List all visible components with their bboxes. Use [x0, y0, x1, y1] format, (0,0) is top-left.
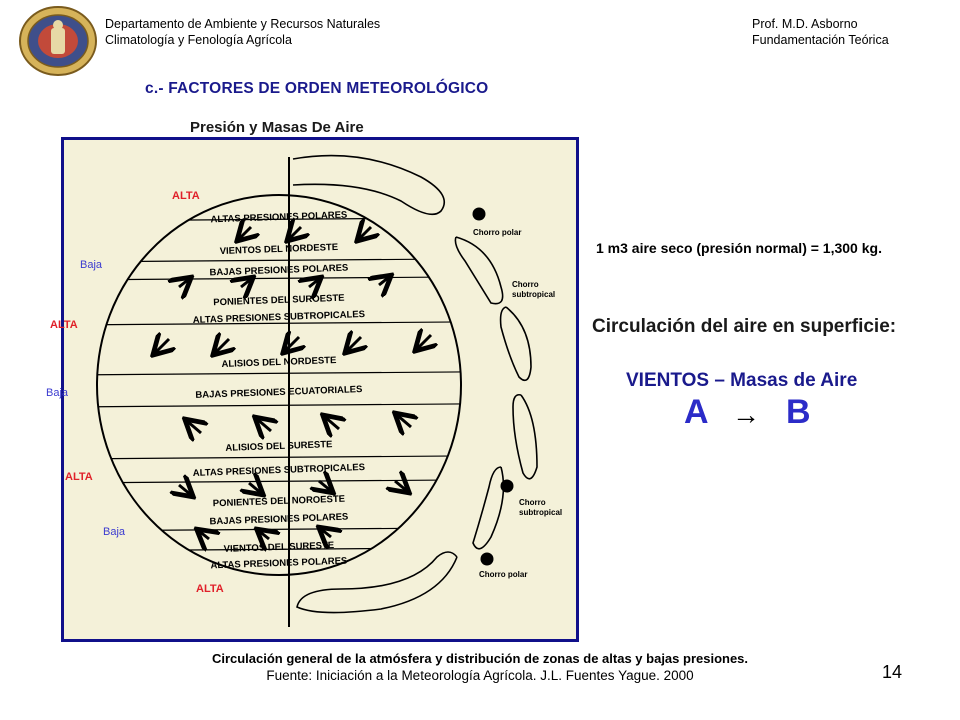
wind-arrow-icon [199, 531, 209, 539]
wind-arrow-icon [285, 337, 299, 351]
wind-arrow-icon [155, 339, 169, 353]
wind-arrow-icon [239, 227, 251, 239]
wind-arrow-icon [347, 337, 361, 351]
band-label: PONIENTES DEL SUROESTE [213, 293, 345, 309]
letter-a: A [684, 393, 709, 431]
wind-arrow-icon [187, 421, 201, 433]
band-label: VIENTOS DEL NORDESTE [220, 242, 339, 257]
winds-heading: VIENTOS – Masas de Aire [626, 370, 858, 391]
letter-b: B [786, 393, 811, 431]
figure-title: Presión y Masas De Aire [190, 119, 364, 136]
band-label: ALTAS PRESIONES POLARES [210, 556, 347, 572]
jet-label: Chorro polar [479, 570, 527, 579]
jet-label: subtropical [519, 508, 562, 517]
wind-arrow-icon [325, 417, 339, 429]
page-number: 14 [882, 662, 903, 682]
wind-arrow-icon [257, 419, 271, 431]
jet-label: Chorro [512, 280, 539, 289]
wind-arrow-icon [241, 279, 251, 287]
department-name: Departamento de Ambiente y Recursos Natu… [105, 17, 381, 31]
band-label: BAJAS PRESIONES POLARES [209, 263, 348, 279]
wind-arrow-icon [321, 529, 331, 537]
jet-label: subtropical [512, 290, 555, 299]
jet-label: Chorro [519, 498, 546, 507]
wind-arrow-icon [215, 339, 229, 353]
figure-caption: Circulación general de la atmósfera y di… [211, 651, 749, 666]
wind-arrow-icon [289, 227, 301, 239]
band-label: BAJAS PRESIONES ECUATORIALES [195, 384, 362, 401]
wind-arrow-icon [179, 279, 189, 287]
baja-label: Baja [46, 387, 69, 399]
band-label: ALTAS PRESIONES SUBTROPICALES [193, 462, 366, 479]
professor-name: Prof. M.D. Asborno [752, 17, 858, 31]
section-name: Fundamentación Teórica [752, 33, 889, 47]
alta-label: ALTA [65, 471, 93, 483]
band-label: PONIENTES DEL NOROESTE [213, 494, 346, 510]
jet-label: Chorro polar [473, 228, 521, 237]
course-name: Climatología y Fenología Agrícola [105, 33, 292, 47]
wind-arrow-icon [249, 483, 261, 493]
band-label: ALISIOS DEL NORDESTE [221, 355, 336, 370]
surface-circulation-heading: Circulación del aire en superficie: [592, 316, 897, 337]
alta-label: ALTA [196, 583, 224, 595]
band-label: BAJAS PRESIONES POLARES [209, 512, 348, 528]
slide-title: c.- FACTORES DE ORDEN METEOROLÓGICO [145, 80, 489, 97]
band-label: VIENTOS DEL SURESTE [223, 540, 334, 555]
baja-label: Baja [80, 259, 103, 271]
arrow-right-icon: → [732, 399, 760, 430]
wind-arrow-icon [179, 485, 191, 495]
university-seal-logo [16, 4, 100, 78]
wind-arrow-icon [395, 481, 407, 491]
band-label: ALTAS PRESIONES POLARES [210, 210, 347, 226]
alta-label: ALTA [50, 319, 78, 331]
band-label: ALISIOS DEL SURESTE [225, 439, 332, 454]
wind-arrow-icon [319, 481, 331, 491]
wind-arrow-icon [309, 279, 319, 287]
wind-arrow-icon [379, 277, 389, 285]
figure-source: Fuente: Iniciación a la Meteorología Agr… [266, 668, 694, 683]
alta-label: ALTA [172, 190, 200, 202]
atmospheric-circulation-diagram: ALTAS PRESIONES POLARES VIENTOS DEL NORD… [96, 154, 562, 627]
baja-label: Baja [103, 526, 126, 538]
wind-arrow-icon [397, 415, 411, 427]
wind-arrow-icon [359, 227, 371, 239]
wind-arrow-icon [259, 531, 269, 539]
wind-arrow-icon [417, 335, 431, 349]
air-density-note: 1 m3 aire seco (presión normal) = 1,300 … [596, 240, 882, 256]
